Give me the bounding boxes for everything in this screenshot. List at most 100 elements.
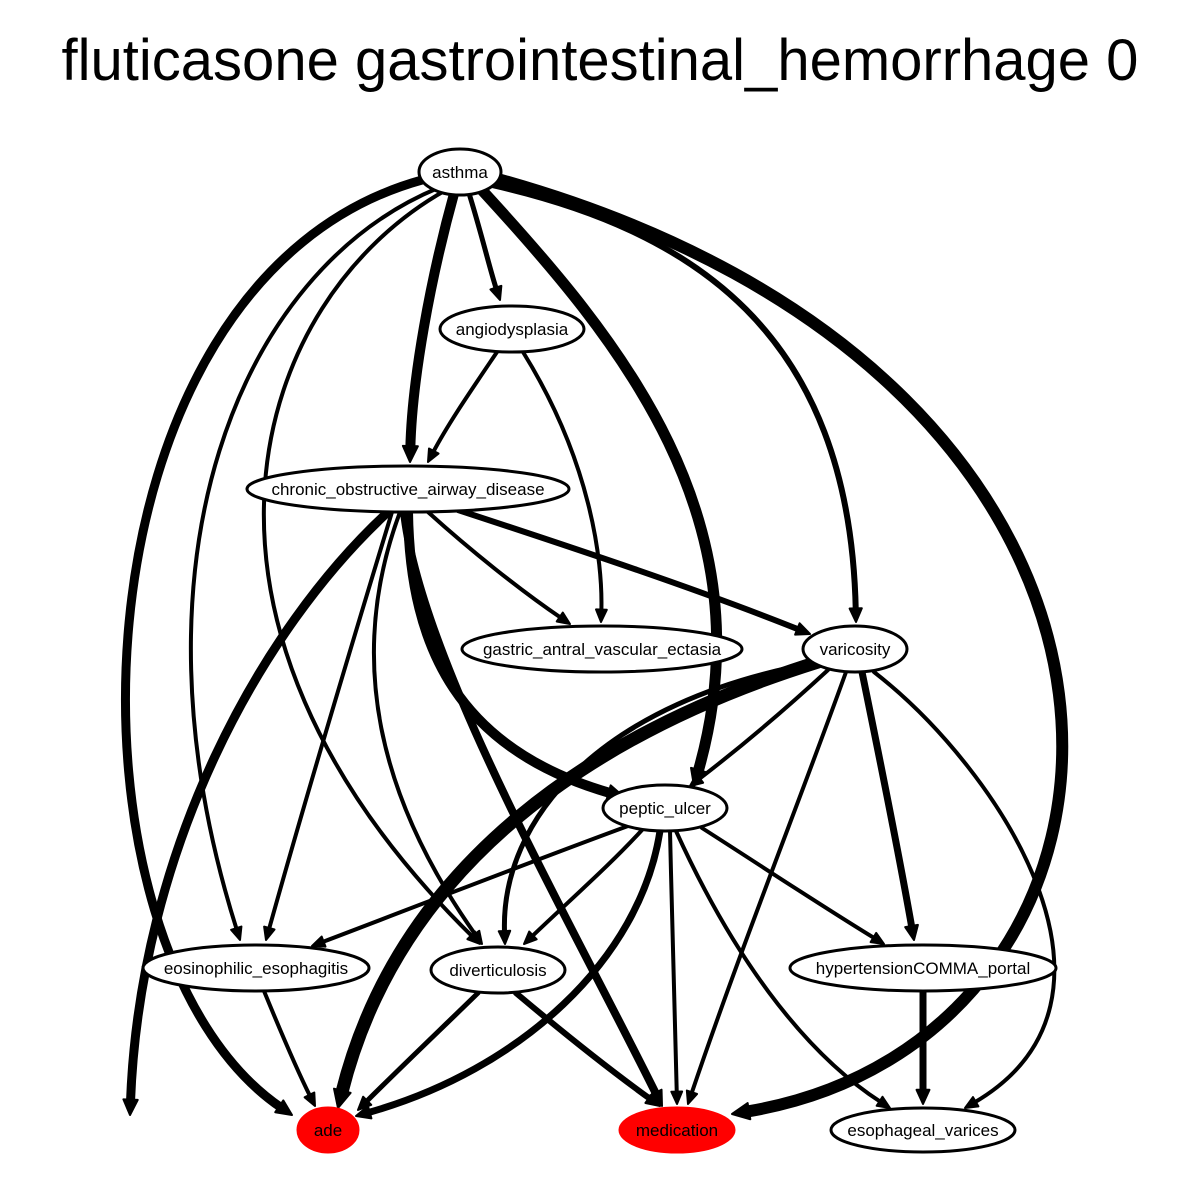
- edge-peptic-ulcer-to-esoph-varices: [674, 829, 891, 1109]
- edge-peptic-ulcer-to-portal-htn-arrowhead: [869, 931, 885, 945]
- edge-peptic-ulcer-to-portal-htn-line: [700, 826, 878, 941]
- edge-angiodysplasia-to-copd-arrowhead: [427, 447, 440, 463]
- node-esoph-varices-label: esophageal_varices: [847, 1121, 998, 1140]
- edge-portal-htn-to-esoph-varices-arrowhead: [915, 1088, 931, 1105]
- node-angiodysplasia-shape: [438, 304, 586, 354]
- edge-asthma-to-medication-line: [488, 172, 1069, 1118]
- edge-diverticulosis-to-medication-arrowhead: [644, 1092, 661, 1107]
- edge-angiodysplasia-to-copd-line: [430, 350, 499, 455]
- edge-peptic-ulcer-to-esoph-varices-line: [674, 829, 884, 1105]
- edge-angiodysplasia-to-gave-arrowhead: [595, 608, 608, 623]
- edge-peptic-ulcer-to-ade: [355, 827, 664, 1120]
- edge-peptic-ulcer-to-medication: [668, 829, 684, 1105]
- node-asthma-shape: [417, 147, 503, 197]
- edge-asthma-to-angiodysplasia-line: [465, 187, 500, 293]
- edge-peptic-ulcer-to-eos-esoph: [311, 824, 630, 948]
- edge-varicosity-to-esoph-varices-arrowhead: [964, 1096, 980, 1109]
- edge-asthma-to-angiodysplasia-arrowhead: [489, 284, 503, 301]
- node-copd: chronic_obstructive_airway_disease: [245, 464, 571, 514]
- edge-peptic-ulcer-to-portal-htn: [700, 826, 885, 945]
- edge-asthma-to-medication: [488, 172, 1069, 1121]
- node-medication: medication: [618, 1106, 736, 1154]
- edge-asthma-to-ade-line: [120, 175, 427, 1112]
- node-gave-shape: [460, 624, 744, 674]
- node-varicosity: varicosity: [801, 624, 909, 674]
- edge-copd-to-ade-line: [126, 507, 393, 1107]
- edge-varicosity-to-medication: [685, 670, 848, 1105]
- node-peptic-ulcer-shape: [601, 783, 729, 833]
- node-diverticulosis-shape: [429, 945, 567, 995]
- edge-varicosity-to-esoph-varices-line: [872, 670, 1057, 1105]
- node-portal-htn-shape: [788, 943, 1058, 993]
- edge-asthma-to-ade: [120, 175, 427, 1116]
- node-portal-htn-label: hypertensionCOMMA_portal: [816, 959, 1030, 978]
- node-peptic-ulcer: peptic_ulcer: [601, 783, 729, 833]
- edge-asthma-to-copd-line: [405, 185, 460, 454]
- edge-copd-to-diverticulosis-arrowhead: [469, 929, 483, 945]
- edge-peptic-ulcer-to-eos-esoph-line: [319, 824, 630, 945]
- edge-varicosity-to-ade-arrowhead: [333, 1087, 352, 1109]
- node-eos-esoph: eosinophilic_esophagitis: [141, 943, 371, 993]
- edges-layer: [120, 172, 1069, 1121]
- diagram-title: fluticasone gastrointestinal_hemorrhage …: [61, 28, 1139, 93]
- edge-peptic-ulcer-to-medication-arrowhead: [670, 1090, 684, 1105]
- edge-peptic-ulcer-to-esoph-varices-arrowhead: [875, 1095, 891, 1109]
- edge-varicosity-to-ade: [333, 655, 825, 1109]
- edge-copd-to-medication-line: [400, 508, 661, 1099]
- node-diverticulosis-label: diverticulosis: [449, 961, 546, 980]
- node-medication-label: medication: [636, 1121, 718, 1140]
- edge-copd-to-diverticulosis-line: [371, 510, 478, 938]
- edge-varicosity-to-portal-htn: [858, 668, 919, 941]
- edge-varicosity-to-medication-line: [689, 670, 848, 1097]
- edge-asthma-to-eos-esoph-line: [188, 186, 440, 933]
- edge-asthma-to-eos-esoph: [188, 186, 440, 941]
- node-copd-label: chronic_obstructive_airway_disease: [271, 480, 544, 499]
- edge-copd-to-gave-line: [426, 510, 564, 621]
- edge-copd-to-eos-esoph-line: [266, 510, 394, 932]
- node-gave: gastric_antral_vascular_ectasia: [460, 624, 744, 674]
- node-asthma: asthma: [417, 147, 503, 197]
- edge-varicosity-to-medication-arrowhead: [685, 1089, 699, 1105]
- edge-peptic-ulcer-to-medication-line: [668, 829, 679, 1096]
- edge-angiodysplasia-to-gave: [521, 350, 608, 623]
- edge-diverticulosis-to-medication-line: [513, 990, 654, 1103]
- node-peptic-ulcer-label: peptic_ulcer: [619, 799, 711, 818]
- edge-varicosity-to-esoph-varices: [872, 670, 1057, 1109]
- edge-angiodysplasia-to-copd: [427, 350, 499, 463]
- edge-peptic-ulcer-to-eos-esoph-arrowhead: [311, 935, 327, 948]
- edge-eos-esoph-to-ade-line: [262, 989, 313, 1099]
- edge-varicosity-to-peptic-ulcer: [689, 668, 830, 787]
- node-eos-esoph-label: eosinophilic_esophagitis: [164, 959, 348, 978]
- node-portal-htn: hypertensionCOMMA_portal: [788, 943, 1058, 993]
- edge-diverticulosis-to-ade-line: [363, 990, 481, 1105]
- node-gave-label: gastric_antral_vascular_ectasia: [483, 640, 722, 659]
- node-asthma-label: asthma: [432, 163, 488, 182]
- edge-diverticulosis-to-ade: [357, 990, 481, 1111]
- edge-varicosity-to-peptic-ulcer-arrowhead: [689, 773, 705, 787]
- edge-varicosity-to-diverticulosis-arrowhead: [497, 929, 512, 945]
- edge-peptic-ulcer-to-diverticulosis: [523, 828, 644, 945]
- edge-asthma-to-varicosity-arrowhead: [848, 607, 863, 623]
- node-angiodysplasia-label: angiodysplasia: [456, 320, 569, 339]
- edge-peptic-ulcer-to-diverticulosis-arrowhead: [523, 930, 538, 945]
- edge-copd-to-ade-arrowhead: [122, 1098, 139, 1116]
- edge-copd-to-varicosity-line: [455, 507, 803, 633]
- node-varicosity-label: varicosity: [820, 640, 891, 659]
- edge-peptic-ulcer-to-diverticulosis-line: [529, 828, 644, 939]
- node-ade-shape: [296, 1106, 360, 1154]
- edge-copd-to-gave: [426, 510, 571, 625]
- edge-copd-to-eos-esoph-arrowhead: [263, 925, 276, 941]
- node-ade: ade: [296, 1106, 360, 1154]
- edge-copd-to-gave-arrowhead: [555, 611, 571, 625]
- edge-asthma-to-angiodysplasia: [465, 187, 503, 301]
- edge-varicosity-to-peptic-ulcer-line: [696, 668, 830, 782]
- edge-asthma-to-copd: [401, 185, 460, 463]
- edge-copd-to-varicosity: [455, 507, 811, 636]
- edge-asthma-to-medication-arrowhead: [731, 1102, 752, 1121]
- edge-portal-htn-to-esoph-varices: [915, 987, 931, 1105]
- node-varicosity-shape: [801, 624, 909, 674]
- edge-varicosity-to-portal-htn-arrowhead: [904, 923, 919, 941]
- edge-asthma-to-eos-esoph-arrowhead: [230, 925, 243, 941]
